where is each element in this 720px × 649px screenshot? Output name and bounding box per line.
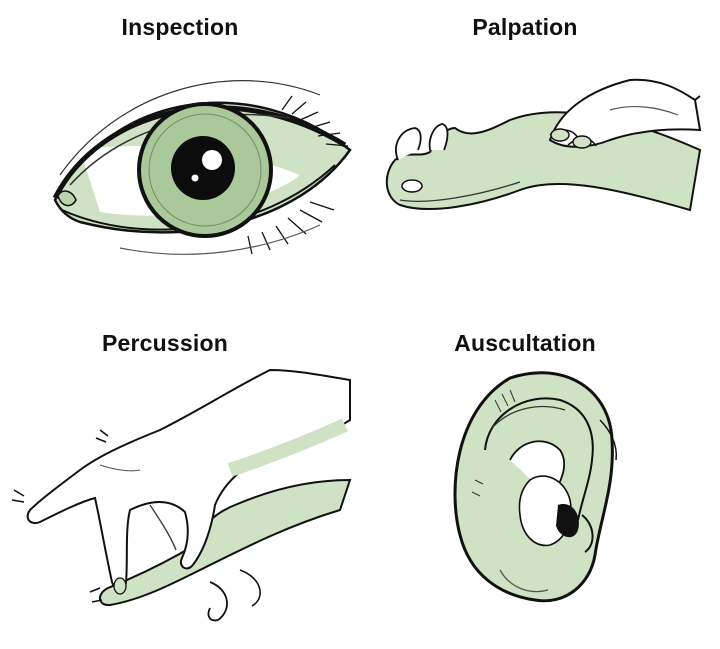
percussing-hands-icon [11, 368, 352, 622]
panel-percussion: Percussion [0, 320, 360, 649]
ear-icon [453, 371, 618, 603]
panel-title-auscultation: Auscultation [454, 330, 596, 356]
panel-title-inspection: Inspection [121, 14, 239, 40]
panel-inspection: Inspection [0, 0, 360, 300]
panel-title-percussion: Percussion [102, 330, 228, 356]
palpating-hands-icon [385, 78, 702, 212]
panel-title-palpation: Palpation [472, 14, 578, 40]
panel-auscultation: Auscultation [360, 320, 720, 649]
panel-palpation: Palpation [360, 0, 720, 300]
eye-icon [52, 80, 352, 255]
